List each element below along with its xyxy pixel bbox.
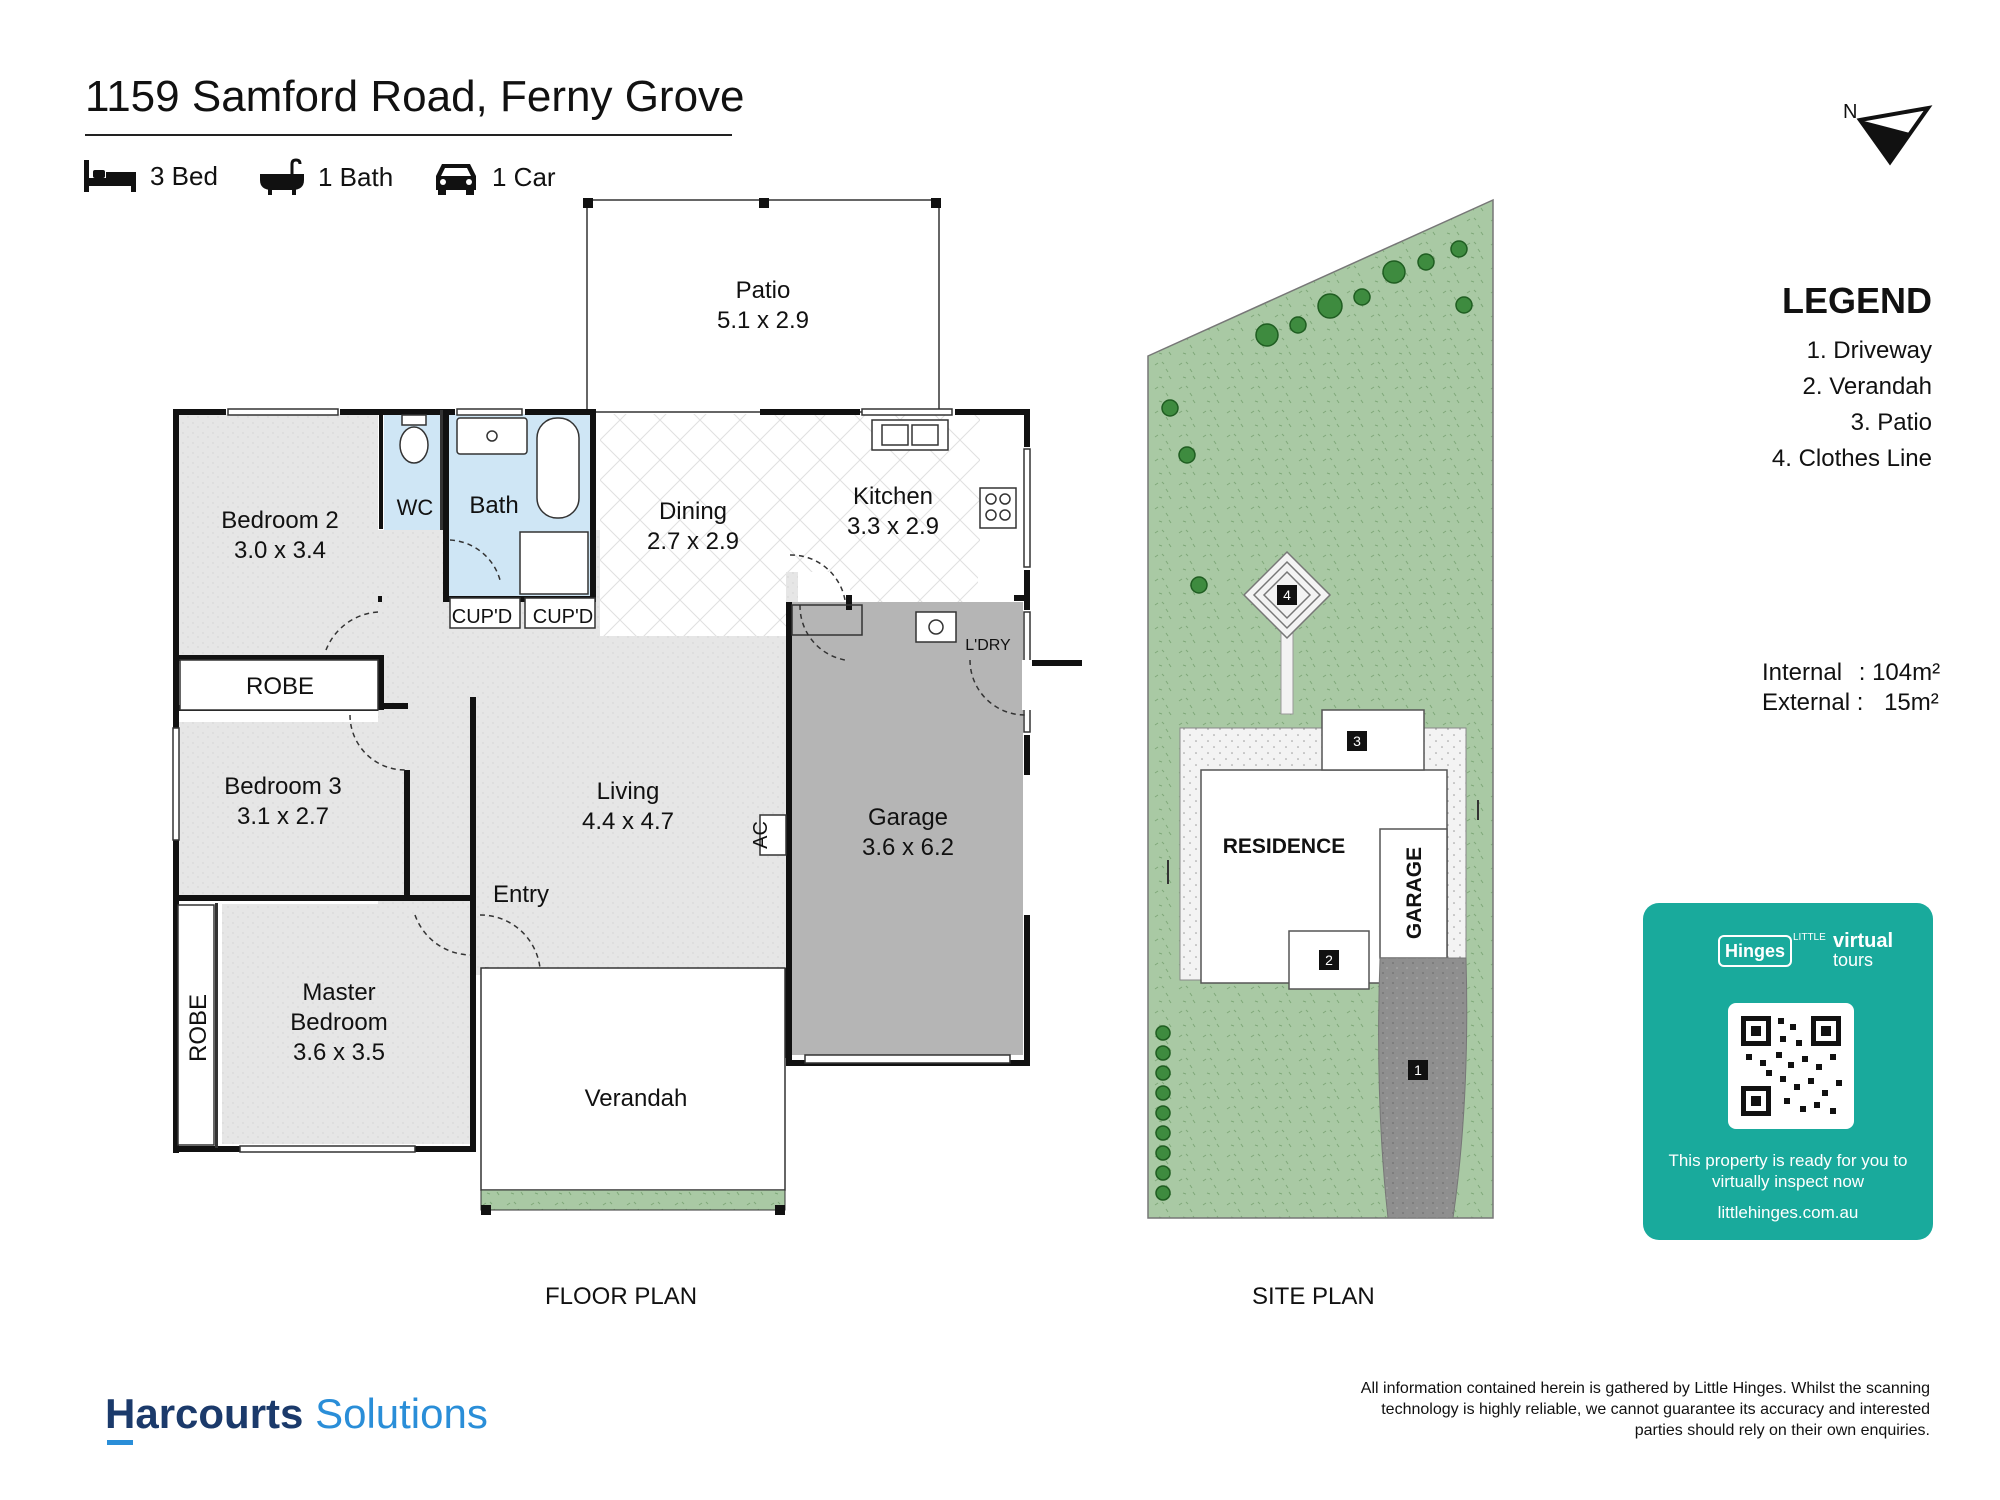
north-arrow-icon [1856,105,1933,166]
room-entry-name: Entry [493,881,549,908]
site-patio [1321,709,1425,771]
internal-area-label: Internal [1762,659,1843,686]
bedroom-3-floor [178,722,406,897]
room-garage-size: 3.6 x 6.2 [862,834,954,861]
little-hinges-logo: Hinges [1718,935,1792,967]
site-driveway [1378,957,1468,1219]
room-living-name: Living [597,778,660,805]
brand-main: Harcourts [105,1390,304,1437]
feature-car-label: 1 Car [492,161,556,192]
hallway-floor [378,600,474,1140]
room-robe-2: ROBE [185,994,212,1062]
feature-bed-label: 3 Bed [150,160,218,191]
bedroom-2-floor [178,414,378,664]
dining-floor [600,414,786,636]
internal-area: Internal : 104m² [1762,659,1940,687]
room-garage-name: Garage [868,804,948,831]
room-patio-size: 5.1 x 2.9 [717,307,809,334]
property-address: 1159 Samford Road, Ferny Grove [85,72,745,121]
virtual-tours-logo-virtual: virtual [1833,930,1894,952]
room-robe-1: ROBE [246,673,314,700]
bed-icon [84,160,136,192]
internal-area-value: : 104m² [1858,659,1941,686]
virtual-tours-logo-tours: tours [1833,950,1874,970]
site-residence-label: RESIDENCE [1223,835,1346,858]
room-bedroom3-size: 3.1 x 2.7 [237,803,329,830]
external-area-label: External : [1762,689,1864,716]
site-marker-2: 2 [1325,952,1333,968]
site-marker-3: 3 [1353,733,1361,749]
external-area: External : 15m² [1762,689,1939,717]
feature-car: 1 Car [432,158,556,196]
legend-item-verandah: 2. Verandah [1802,373,1932,400]
virtual-tour-description: This property is ready for you to virtua… [1668,1151,1908,1191]
room-living-size: 4.4 x 4.7 [582,808,674,835]
room-laundry-name: L'DRY [965,637,1011,654]
harcourts-logo: Harcourts Solutions [105,1390,488,1438]
qr-code[interactable] [1728,1003,1854,1129]
disclaimer-text: All information contained herein is gath… [1360,1380,1930,1439]
room-wc-name: WC [397,495,434,520]
room-dining-size: 2.7 x 2.9 [647,528,739,555]
room-cupd-2: CUP'D [533,606,594,628]
room-cupd-1: CUP'D [452,606,513,628]
feature-bath: 1 Bath [258,158,393,196]
little-hinges-logo-small: LITTLE [1793,932,1826,943]
garage-floor [791,602,1023,1055]
brand-sub: Solutions [315,1390,488,1437]
room-bath-name: Bath [469,492,518,519]
legend-item-driveway: 1. Driveway [1806,337,1932,364]
bath-icon [260,158,304,195]
site-plan-title: SITE PLAN [1252,1283,1375,1310]
verandah-area [480,967,786,1191]
virtual-tour-link[interactable]: littlehinges.com.au [1717,1203,1859,1222]
patio-area [586,199,940,413]
room-kitchen-size: 3.3 x 2.9 [847,513,939,540]
brand-underline [107,1440,133,1445]
site-marker-4: 4 [1283,587,1291,603]
site-garage-label: GARAGE [1403,847,1426,939]
room-verandah-name: Verandah [585,1085,688,1112]
feature-bath-label: 1 Bath [318,161,394,192]
room-master-name: Master [302,979,375,1006]
room-patio-name: Patio [736,277,791,304]
room-kitchen-name: Kitchen [853,483,933,510]
site-marker-1: 1 [1414,1062,1422,1078]
room-master-word: Bedroom [290,1009,387,1036]
room-dining-name: Dining [659,498,727,525]
room-bedroom2-size: 3.0 x 3.4 [234,537,326,564]
room-bedroom3-name: Bedroom 3 [224,773,341,800]
room-master-size: 3.6 x 3.5 [293,1039,385,1066]
feature-bed: 3 Bed [82,158,218,194]
site-garage [1379,828,1448,959]
external-area-value: 15m² [1884,689,1939,716]
site-trees [1155,240,1473,1201]
north-label: N [1843,101,1857,123]
legend-title: LEGEND [1781,280,1932,321]
car-icon [436,164,476,195]
legend-item-patio: 3. Patio [1850,409,1932,436]
ac-label: AC [750,821,772,849]
legend-item-clothes-line: 4. Clothes Line [1771,445,1932,472]
title-underline [85,134,732,136]
room-bedroom2-name: Bedroom 2 [221,507,338,534]
floor-plan-title: FLOOR PLAN [545,1283,698,1310]
